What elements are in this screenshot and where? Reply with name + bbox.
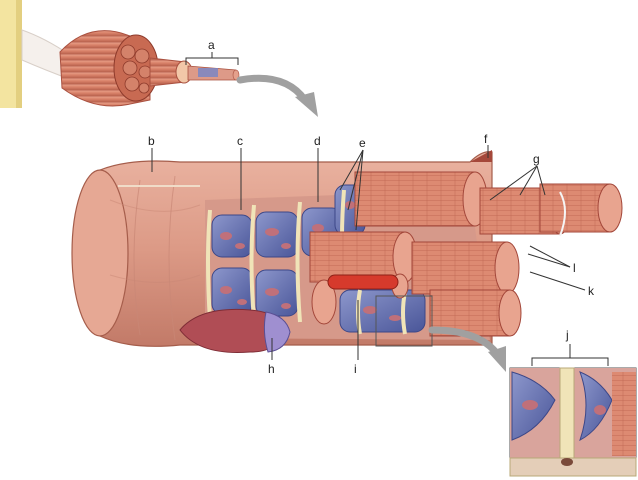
label-j-group: j (531, 328, 609, 366)
myofibril (411, 241, 508, 295)
label-d: d (314, 134, 321, 148)
label-c: c (237, 134, 243, 148)
label-b: b (148, 134, 155, 148)
label-a: a (208, 38, 215, 52)
mitochondrion (327, 274, 399, 290)
triad-detail-inset (509, 367, 637, 477)
myofibril-bracket (559, 191, 566, 237)
label-f: f (484, 132, 488, 146)
label-a-group: a (185, 38, 239, 65)
muscle-fiber-main (71, 150, 623, 354)
magnify-arrow-top (236, 74, 318, 117)
myofibril (354, 171, 476, 227)
label-l: l (573, 261, 576, 275)
magnify-region-box (375, 295, 433, 347)
label-e: e (359, 136, 366, 150)
magnify-arrow-bottom (428, 326, 506, 372)
sarcoplasmic-reticulum (211, 184, 426, 333)
label-k: k (588, 284, 595, 298)
label-j: j (565, 328, 569, 342)
myofibril (309, 231, 406, 283)
label-i: i (354, 362, 357, 376)
leader-lines (151, 145, 586, 360)
fiber-end (71, 169, 129, 337)
label-h: h (268, 362, 275, 376)
label-g: g (533, 152, 540, 166)
whole-muscle-illustration (0, 0, 240, 108)
